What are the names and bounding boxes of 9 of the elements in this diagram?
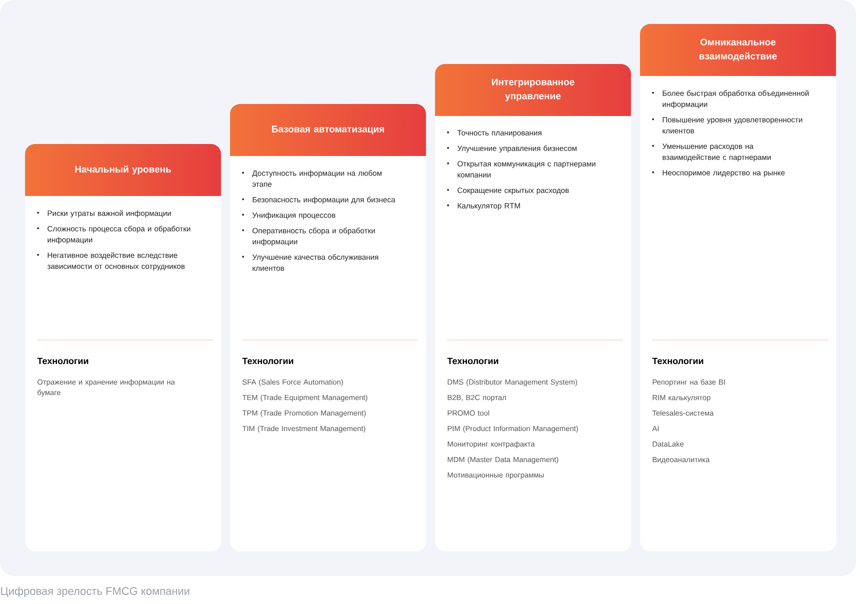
- caption: Цифровая зрелость FMCG компании: [1, 586, 190, 598]
- section-heading: Технологии: [242, 358, 294, 364]
- section-heading: Технологии: [652, 358, 704, 364]
- section-heading: Технологии: [37, 358, 88, 364]
- card-header: Интегрированное управление: [492, 78, 574, 102]
- card-header: Омниканальное взаимодействие: [700, 38, 777, 62]
- card-header: Начальный уровень: [75, 165, 171, 175]
- section-heading: Технологии: [447, 358, 498, 364]
- card-header: Базовая автоматизация: [272, 126, 384, 134]
